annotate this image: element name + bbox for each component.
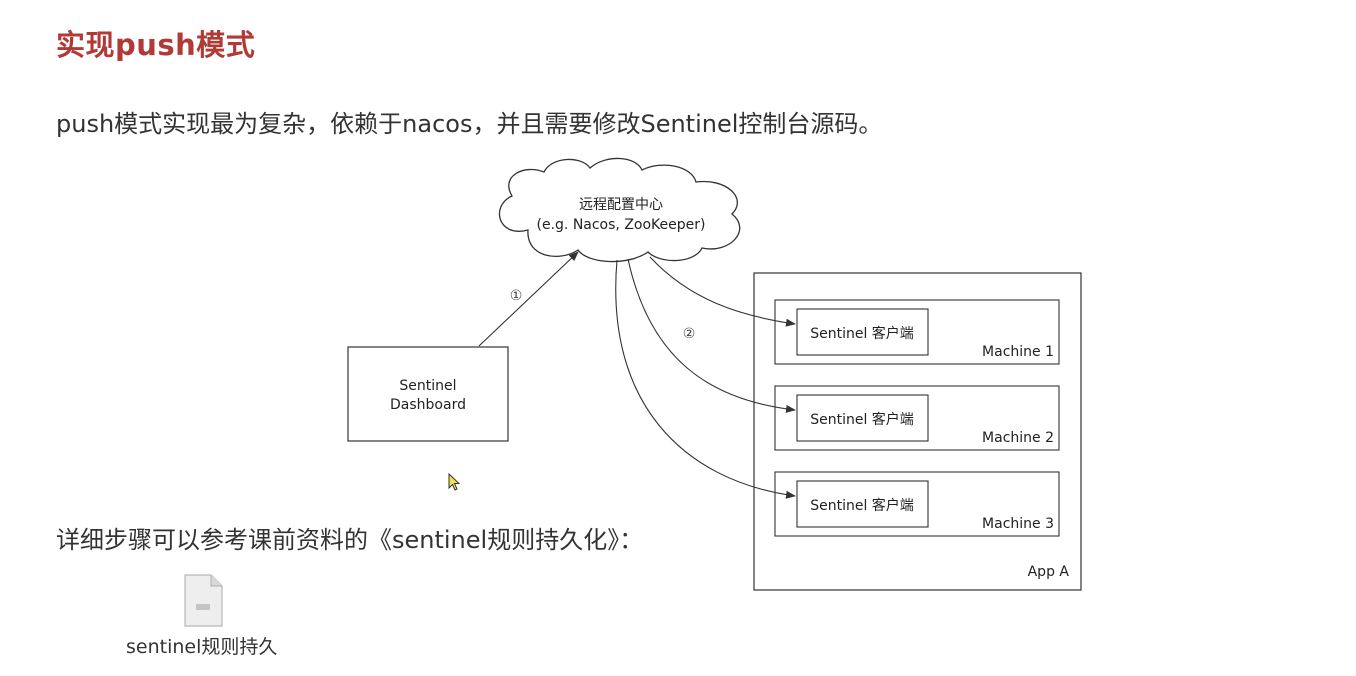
- push-arrow-machine-3: [615, 259, 796, 499]
- slide-title: 实现push模式: [56, 28, 256, 62]
- file-attachment[interactable]: sentinel规则持久: [118, 572, 298, 662]
- push-arrow-1: [478, 251, 579, 347]
- machine-3-label: Machine 3: [982, 516, 1054, 532]
- file-icon: [184, 574, 223, 627]
- machine-2-client-rect: [796, 394, 929, 442]
- machine-3: Sentinel 客户端 Machine 3: [774, 471, 1060, 537]
- file-name: sentinel规则持久: [126, 636, 278, 658]
- machine-1-client-rect: [796, 308, 929, 356]
- push-arrow-machine-2: [627, 258, 796, 413]
- intro-text: push模式实现最为复杂，依赖于nacos，并且需要修改Sentinel控制台源…: [56, 110, 883, 138]
- machine-1-label: Machine 1: [982, 344, 1054, 360]
- cloud-title: 远程配置中心: [579, 197, 663, 213]
- steps-text: 详细步骤可以参考课前资料的《sentinel规则持久化》：: [56, 526, 644, 554]
- machine-2-label: Machine 2: [982, 430, 1054, 446]
- machine-3-client-label: Sentinel 客户端: [810, 497, 914, 514]
- push-arrow-machine-1: [649, 256, 796, 327]
- cloud-shape: [498, 157, 741, 263]
- dashboard-label-line2: Dashboard: [390, 397, 466, 413]
- dashboard-label-line1: Sentinel: [399, 378, 456, 394]
- dashboard-rect: [347, 346, 509, 442]
- cloud-subtitle: (e.g. Nacos, ZooKeeper): [537, 217, 706, 233]
- config-center-cloud: 远程配置中心 (e.g. Nacos, ZooKeeper): [498, 157, 741, 263]
- sentinel-dashboard-box: Sentinel Dashboard: [347, 346, 509, 442]
- machine-3-client-rect: [796, 480, 929, 528]
- machine-2: Sentinel 客户端 Machine 2: [774, 385, 1060, 451]
- machine-1-client-label: Sentinel 客户端: [810, 325, 914, 342]
- step-1-label: ①: [510, 288, 523, 304]
- mouse-cursor-icon: [448, 473, 461, 491]
- machine-1: Sentinel 客户端 Machine 1: [774, 299, 1060, 365]
- machine-2-client-label: Sentinel 客户端: [810, 411, 914, 428]
- app-label: App A: [1028, 564, 1070, 580]
- step-2-label: ②: [683, 326, 696, 342]
